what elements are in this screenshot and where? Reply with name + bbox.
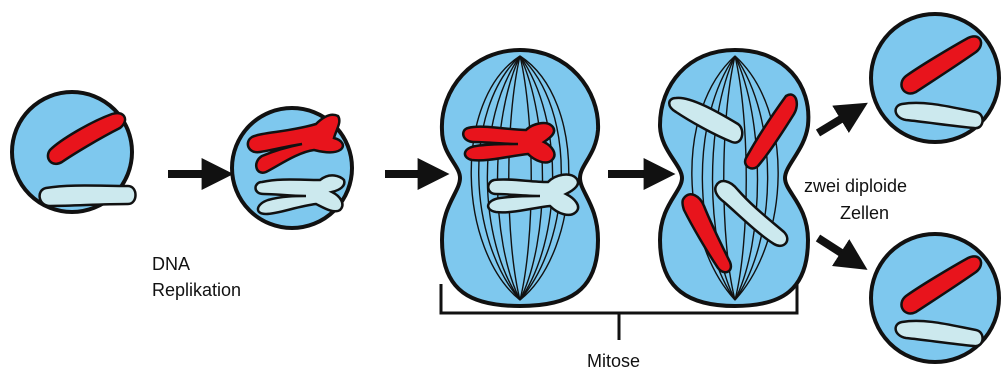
chromosome-red-aligned: [463, 123, 554, 162]
arrow-to-lower-cell: [818, 238, 846, 256]
cell-anaphase: [660, 50, 808, 306]
dna-label: DNA: [152, 252, 190, 276]
cell-initial: [12, 92, 136, 212]
cell-replicated: [232, 108, 352, 228]
cell-outline: [660, 50, 808, 306]
zellen-label: Zellen: [840, 201, 889, 225]
daughter-cell-upper: [871, 14, 999, 142]
chromosome-light-aligned: [488, 175, 578, 215]
zwei-diploide-label: zwei diploide: [804, 174, 907, 198]
cell-metaphase: [442, 50, 598, 306]
mitose-label: Mitose: [587, 349, 640, 373]
chromosome-light-duplicated: [256, 175, 345, 214]
replikation-label: Replikation: [152, 278, 241, 302]
chromosome-light: [40, 186, 136, 207]
daughter-cell-lower: [871, 234, 999, 362]
arrow-to-upper-cell: [818, 116, 846, 133]
